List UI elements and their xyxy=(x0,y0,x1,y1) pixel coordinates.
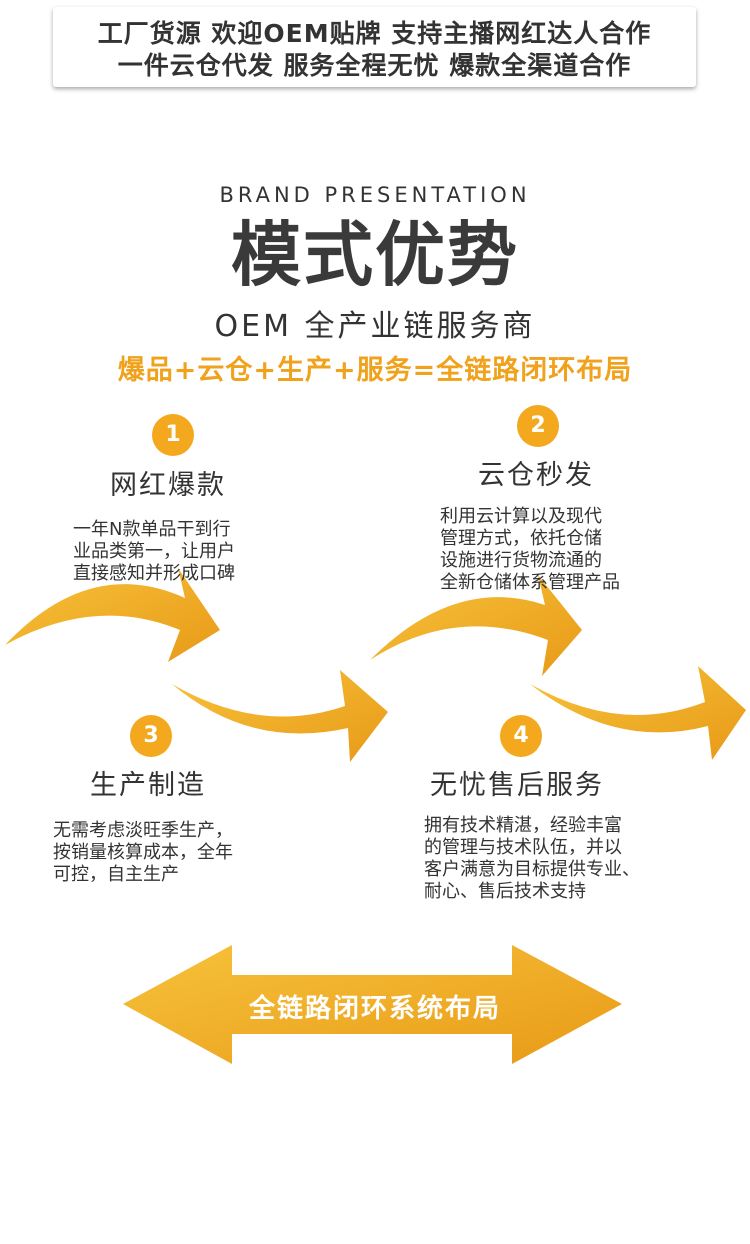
step-2-badge: 2 xyxy=(517,405,559,447)
arrow-2-icon xyxy=(172,670,388,762)
step-3-desc: 无需考虑淡旺季生产， 按销量核算成本，全年 可控，自主生产 xyxy=(53,820,233,885)
formula-slogan: 爆品+云仓+生产+服务=全链路闭环布局 xyxy=(117,355,633,386)
arrow-3-icon xyxy=(370,575,582,676)
arrow-1-icon xyxy=(5,568,220,662)
step-4-title: 无忧售后服务 xyxy=(430,770,604,801)
subtitle: OEM 全产业链服务商 xyxy=(214,309,536,344)
banner-line-1: 工厂货源 欢迎OEM贴牌 支持主播网红达人合作 xyxy=(97,19,652,48)
top-banner: 工厂货源 欢迎OEM贴牌 支持主播网红达人合作 一件云仓代发 服务全程无忧 爆款… xyxy=(53,7,696,87)
step-1-title: 网红爆款 xyxy=(110,470,226,501)
step-1-desc: 一年N款单品干到行 业品类第一，让用户 直接感知并形成口碑 xyxy=(73,519,235,584)
step-1-badge: 1 xyxy=(152,414,194,456)
step-2-desc: 利用云计算以及现代 管理方式，依托仓储 设施进行货物流通的 全新仓储体系管理产品 xyxy=(440,506,620,593)
arrow-4-icon xyxy=(530,666,746,760)
english-heading: BRAND PRESENTATION xyxy=(219,183,531,207)
bottom-arrow-label: 全链路闭环系统布局 xyxy=(248,994,501,1024)
step-3-badge: 3 xyxy=(130,715,172,757)
step-4-desc: 拥有技术精湛，经验丰富 的管理与技术队伍，并以 客户满意为目标提供专业、 耐心、… xyxy=(424,815,640,902)
banner-line-2: 一件云仓代发 服务全程无忧 爆款全渠道合作 xyxy=(117,51,632,80)
step-3-title: 生产制造 xyxy=(90,770,206,801)
double-arrow-icon xyxy=(123,945,622,1064)
step-2-title: 云仓秒发 xyxy=(478,460,594,491)
page-title: 模式优势 xyxy=(231,214,519,296)
step-4-badge: 4 xyxy=(500,715,542,757)
